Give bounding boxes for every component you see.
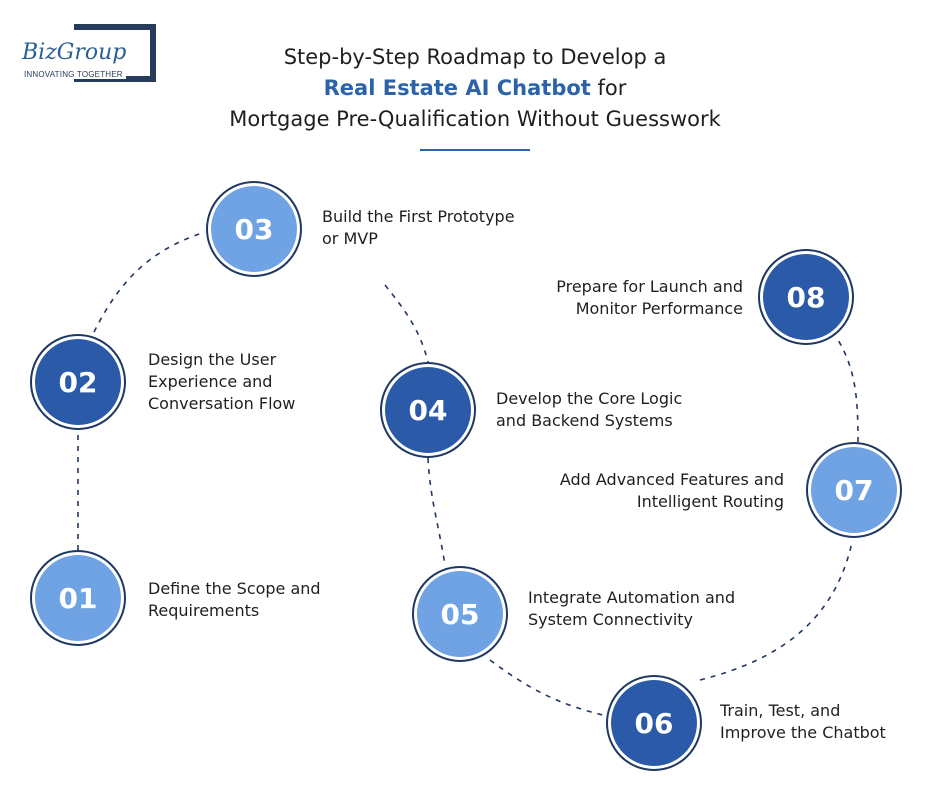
step-04-label-line-1: Develop the Core Logic — [496, 389, 683, 408]
step-04-number: 04 — [385, 367, 471, 453]
step-06-label-line-2: Improve the Chatbot — [720, 723, 886, 742]
step-08-label-line-2: Monitor Performance — [575, 299, 743, 318]
step-07-number: 07 — [811, 447, 897, 533]
page-title: Step-by-Step Roadmap to Develop a Real E… — [150, 42, 800, 135]
step-01-number: 01 — [35, 555, 121, 641]
step-02-number: 02 — [35, 339, 121, 425]
title-line-2: Real Estate AI Chatbot for — [150, 73, 800, 104]
step-03-number: 03 — [211, 186, 297, 272]
step-02-label-line-1: Design the User — [148, 350, 277, 369]
step-05-label-line-1: Integrate Automation and — [528, 588, 736, 607]
step-07-label-line-2: Intelligent Routing — [636, 492, 784, 511]
step-01-label-line-1: Define the Scope and — [148, 579, 321, 598]
bizgroup-logo: BizGroup INNOVATING TOGETHER — [22, 24, 156, 84]
step-01-circle: 01 — [30, 550, 126, 646]
step-06-label: Train, Test, and Improve the Chatbot — [720, 700, 886, 744]
step-08-number: 08 — [763, 254, 849, 340]
step-08-label: Prepare for Launch and Monitor Performan… — [556, 276, 743, 320]
step-08-label-line-1: Prepare for Launch and — [556, 277, 743, 296]
title-line-3: Mortgage Pre-Qualification Without Guess… — [229, 107, 721, 131]
connector-05-06 — [489, 659, 608, 717]
step-03-circle: 03 — [206, 181, 302, 277]
step-05-circle: 05 — [412, 566, 508, 662]
step-02-label: Design the User Experience and Conversat… — [148, 349, 295, 415]
step-08-circle: 08 — [758, 249, 854, 345]
connector-02-03 — [93, 231, 206, 333]
step-04-circle: 04 — [380, 362, 476, 458]
connector-07-08 — [837, 339, 859, 443]
step-06-label-line-1: Train, Test, and — [720, 701, 841, 720]
step-02-label-line-2: Experience and — [148, 372, 273, 391]
connector-06-07 — [699, 541, 853, 681]
step-03-label-line-1: Build the First Prototype — [322, 207, 515, 226]
step-06-number: 06 — [611, 680, 697, 766]
step-02-circle: 02 — [30, 334, 126, 430]
step-05-label: Integrate Automation and System Connecti… — [528, 587, 735, 631]
step-04-label-line-2: and Backend Systems — [496, 411, 673, 430]
title-underline — [420, 149, 530, 151]
step-07-circle: 07 — [806, 442, 902, 538]
connector-04-05 — [427, 457, 446, 567]
title-highlight: Real Estate AI Chatbot — [323, 76, 591, 100]
step-01-label: Define the Scope and Requirements — [148, 578, 321, 622]
step-01-label-line-2: Requirements — [148, 601, 260, 620]
step-03-label-line-2: or MVP — [322, 229, 378, 248]
step-05-number: 05 — [417, 571, 503, 657]
title-line-1: Step-by-Step Roadmap to Develop a — [283, 45, 667, 69]
step-05-label-line-2: System Connectivity — [528, 610, 694, 629]
step-04-label: Develop the Core Logic and Backend Syste… — [496, 388, 682, 432]
logo-wordmark: BizGroup — [22, 40, 131, 65]
step-06-circle: 06 — [606, 675, 702, 771]
logo-tagline: INNOVATING TOGETHER — [24, 70, 126, 79]
step-07-label-line-1: Add Advanced Features and — [559, 470, 784, 489]
step-02-label-line-3: Conversation Flow — [148, 394, 296, 413]
logo-frame — [74, 24, 156, 82]
step-03-label: Build the First Prototype or MVP — [322, 206, 515, 250]
connector-03-04 — [384, 284, 429, 363]
step-07-label: Add Advanced Features and Intelligent Ro… — [560, 469, 784, 513]
title-line-2-rest: for — [590, 76, 627, 100]
